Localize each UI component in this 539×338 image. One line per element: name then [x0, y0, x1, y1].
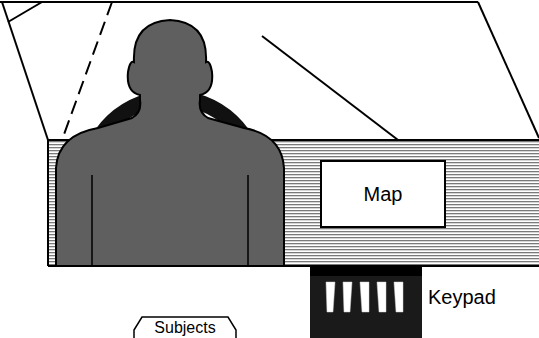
mirror-corner	[8, 2, 42, 22]
keypad-key	[377, 282, 386, 312]
node-label: Map	[364, 183, 403, 205]
keypad-key	[394, 282, 403, 312]
right-pillar	[478, 2, 539, 138]
arm-lines	[92, 175, 248, 266]
roof-line	[0, 1, 478, 3]
node-label: Subjects	[154, 319, 215, 337]
dashboard-left-edge	[47, 140, 49, 266]
keypad-rim	[310, 266, 422, 276]
outside-label: Keypad	[428, 286, 496, 308]
keypad-keys	[310, 266, 422, 338]
keypad-key	[343, 282, 352, 312]
keypad-key	[326, 282, 335, 312]
left-pillar	[2, 2, 48, 140]
driver-silhouette	[56, 20, 284, 266]
subjects-tag: Subjects	[133, 316, 237, 338]
windshield-edge	[262, 36, 398, 140]
keypad: Keypad	[310, 266, 422, 338]
map-display: Map	[320, 160, 446, 228]
keypad-key	[360, 282, 369, 312]
